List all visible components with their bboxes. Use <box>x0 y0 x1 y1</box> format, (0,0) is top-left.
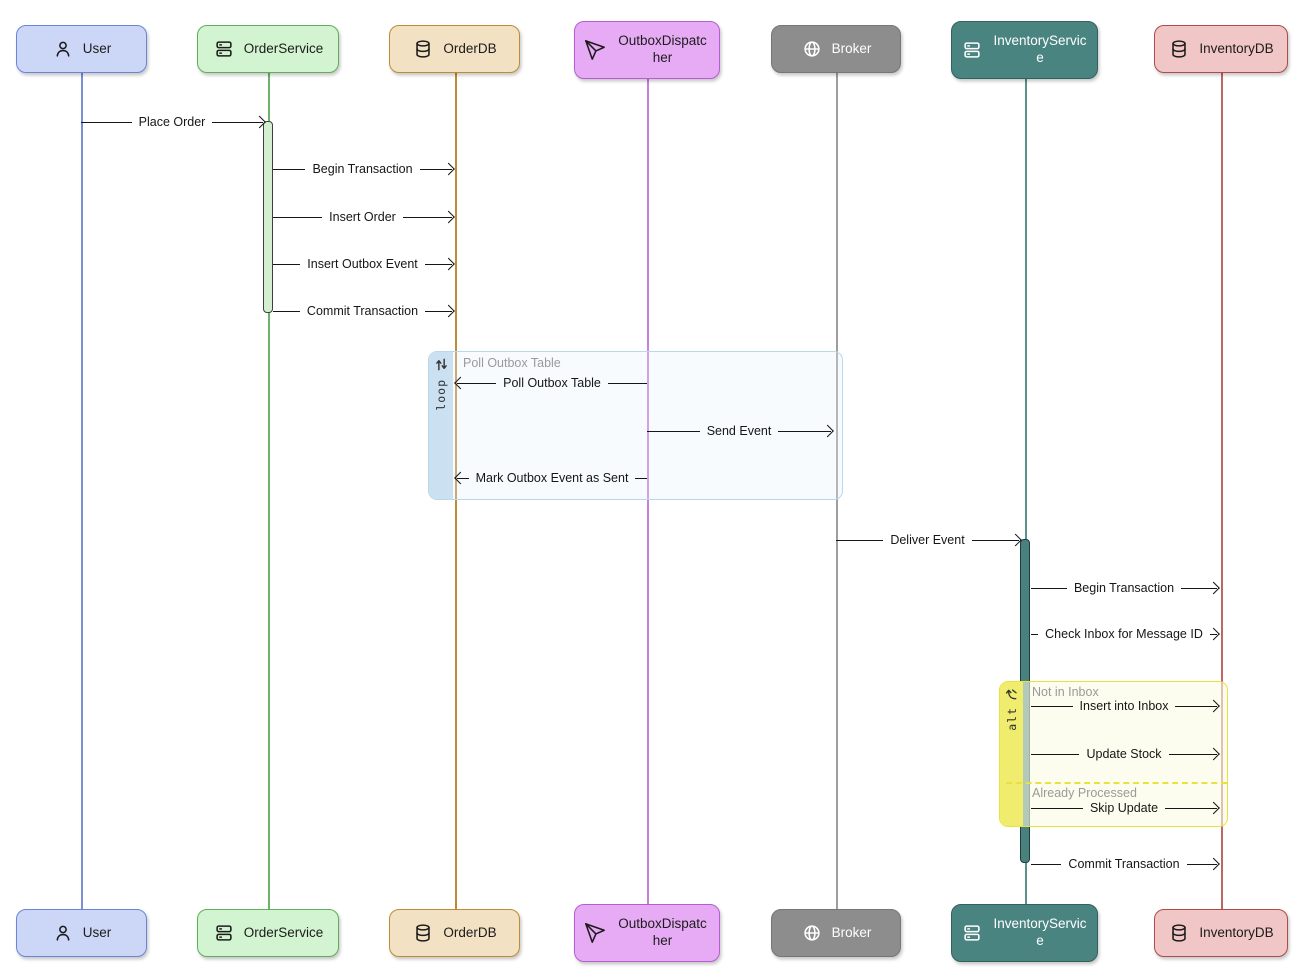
message-begin-transaction-1: Begin Transaction <box>273 160 455 178</box>
activation-bar-orderservice <box>263 121 273 313</box>
send-icon <box>584 40 605 60</box>
participant-user-top: User <box>16 25 147 73</box>
arrowhead-icon <box>442 304 455 318</box>
lifeline-outboxdispatcher <box>647 58 649 920</box>
lifeline-orderservice <box>268 58 270 920</box>
participant-outboxdispatcher-top: OutboxDispatcher <box>574 21 720 79</box>
alt-section-title-2: Already Processed <box>1032 786 1137 800</box>
participant-label: OrderDB <box>443 924 497 940</box>
globe-icon <box>803 925 820 941</box>
lifeline-inventoryservice <box>1025 58 1027 920</box>
message-update-stock: Update Stock <box>1031 745 1220 763</box>
message-mark-outbox-event-as-sent: Mark Outbox Event as Sent <box>454 469 648 487</box>
loop-frame: loop Poll Outbox Table <box>428 351 843 500</box>
participant-label: InventoryService <box>993 916 1087 948</box>
participant-label: OrderDB <box>443 40 497 56</box>
participant-inventoryservice-bottom: InventoryService <box>951 904 1098 962</box>
message-insert-order: Insert Order <box>273 208 455 226</box>
database-icon <box>1172 40 1187 58</box>
loop-frame-label: loop <box>434 379 448 411</box>
participant-broker-top: Broker <box>771 25 901 73</box>
participant-label: InventoryService <box>993 33 1087 65</box>
person-icon <box>56 925 70 941</box>
message-begin-transaction-2: Begin Transaction <box>1031 579 1220 597</box>
participant-outboxdispatcher-bottom: OutboxDispatcher <box>574 904 720 962</box>
lifeline-inventorydb <box>1221 58 1223 920</box>
send-icon <box>584 923 605 943</box>
participant-inventorydb-top: InventoryDB <box>1154 25 1288 73</box>
participant-orderdb-bottom: OrderDB <box>389 909 520 957</box>
branch-icon <box>1005 689 1017 700</box>
loop-frame-strip: loop <box>429 352 453 499</box>
participant-label: OutboxDispatcher <box>618 916 707 948</box>
database-icon <box>416 924 431 942</box>
server-stack-icon <box>964 925 980 941</box>
message-place-order: Place Order <box>81 113 266 131</box>
server-stack-icon <box>216 925 232 941</box>
person-icon <box>56 41 70 57</box>
participant-orderdb-top: OrderDB <box>389 25 520 73</box>
participant-label: InventoryDB <box>1199 40 1274 56</box>
message-skip-update: Skip Update <box>1031 799 1220 817</box>
message-deliver-event: Deliver Event <box>836 531 1022 549</box>
arrowhead-icon <box>454 376 467 390</box>
participant-label: InventoryDB <box>1199 924 1274 940</box>
server-stack-icon <box>964 42 980 58</box>
lifeline-orderdb <box>455 58 457 920</box>
participant-inventoryservice-top: InventoryService <box>951 21 1098 79</box>
message-check-inbox-for-message-id: Check Inbox for Message ID <box>1031 625 1220 643</box>
participant-label: Broker <box>831 40 872 56</box>
database-icon <box>416 40 431 58</box>
arrowhead-icon <box>1207 857 1220 871</box>
participant-label: OrderService <box>243 924 324 940</box>
server-stack-icon <box>216 41 232 57</box>
arrowhead-icon <box>442 210 455 224</box>
message-poll-outbox-table: Poll Outbox Table <box>454 374 647 392</box>
participant-label: User <box>82 924 112 940</box>
participant-label: OrderService <box>243 40 324 56</box>
lifeline-user <box>81 58 83 920</box>
arrowhead-icon <box>442 162 455 176</box>
message-insert-outbox-event: Insert Outbox Event <box>273 255 455 273</box>
participant-inventorydb-bottom: InventoryDB <box>1154 909 1288 957</box>
message-commit-transaction-1: Commit Transaction <box>273 302 455 320</box>
message-commit-transaction-2: Commit Transaction <box>1031 855 1220 873</box>
message-insert-into-inbox: Insert into Inbox <box>1031 697 1220 715</box>
alt-frame-strip: alt <box>1000 682 1023 826</box>
alt-frame: alt Not in Inbox Already Processed <box>999 681 1228 827</box>
alt-section-divider <box>1006 782 1227 784</box>
alt-frame-label: alt <box>1004 707 1019 731</box>
participant-orderservice-top: OrderService <box>197 25 339 73</box>
lifeline-broker <box>836 58 838 920</box>
globe-icon <box>803 41 820 57</box>
participant-broker-bottom: Broker <box>771 909 901 957</box>
repeat-icon <box>435 358 447 371</box>
arrowhead-icon <box>442 257 455 271</box>
participant-label: User <box>82 40 112 56</box>
participant-label: Broker <box>831 924 872 940</box>
database-icon <box>1172 924 1187 942</box>
participant-label: OutboxDispatcher <box>618 33 707 65</box>
participant-user-bottom: User <box>16 909 147 957</box>
message-send-event: Send Event <box>647 422 834 440</box>
loop-frame-title: Poll Outbox Table <box>463 356 561 370</box>
participant-orderservice-bottom: OrderService <box>197 909 339 957</box>
arrowhead-icon <box>454 471 467 485</box>
alt-section-title-1: Not in Inbox <box>1032 685 1099 699</box>
arrowhead-icon <box>1207 581 1220 595</box>
